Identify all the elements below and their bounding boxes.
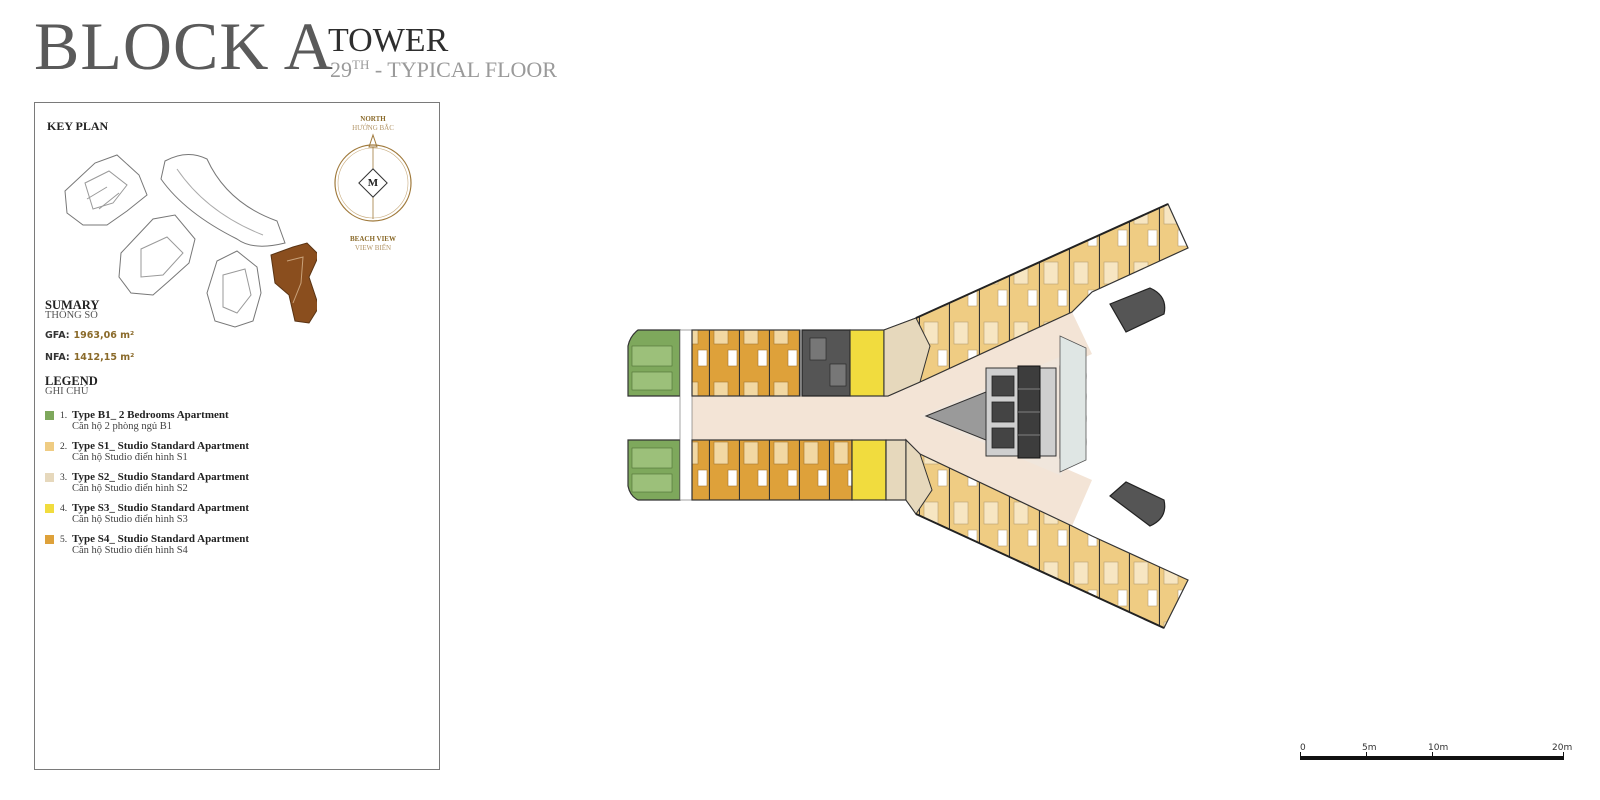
floor-plan — [627, 203, 1189, 629]
scale-label-10m: 10m — [1428, 743, 1449, 753]
legend-number: 5. — [60, 535, 68, 545]
south-stair-core — [1109, 481, 1166, 527]
legend-label: Type S2_ Studio Standard Apartment — [72, 471, 250, 483]
key-plan-label: KEY PLAN — [47, 119, 109, 133]
key-plan-block-a-highlight — [270, 242, 317, 324]
scale-label-5m: 5m — [1362, 743, 1377, 753]
key-plan-block-3 — [118, 214, 196, 296]
compass-ring — [334, 133, 412, 222]
legend-subtitle: GHI CHÚ — [45, 386, 89, 397]
legend-number: 1. — [60, 411, 68, 421]
legend-number: 4. — [60, 504, 68, 514]
west-south-units-s4 — [691, 439, 853, 501]
scale-bar: 0 5m 10m 20m — [1300, 743, 1573, 770]
west-north-unit-s3 — [849, 329, 885, 397]
key-plan-block-4 — [206, 250, 262, 328]
north-label: NORTH — [360, 115, 386, 123]
corridor — [680, 312, 1092, 526]
legend-label: Type B1_ 2 Bedrooms Apartment — [72, 409, 229, 421]
legend-number: 3. — [60, 473, 68, 483]
legend-number: 2. — [60, 442, 68, 452]
legend-label: Type S3_ Studio Standard Apartment — [72, 502, 250, 514]
beach-view-label: BEACH VIEW — [350, 235, 396, 243]
legend-swatch — [45, 442, 54, 451]
summary-title: SUMARY — [45, 298, 100, 312]
legend-sublabel: Căn hộ Studio điển hình S3 — [72, 514, 188, 525]
key-plan-block-1 — [64, 154, 148, 226]
scale-label-20m: 20m — [1552, 743, 1573, 753]
west-south-unit-s2 — [885, 439, 907, 501]
north-compass: NORTH HƯỚNG BẮC M BEACH VIEW VIEW BIỂN — [331, 115, 415, 255]
compass-letter: M — [367, 177, 379, 189]
nfa-stat: NFA:1412,15 m² — [45, 353, 134, 363]
west-north-units-s4 — [691, 329, 801, 397]
gfa-label: GFA: — [45, 330, 70, 341]
floor-number: 29 — [330, 57, 352, 82]
legend-swatch — [45, 473, 54, 482]
block-title: BLOCK A — [34, 8, 334, 84]
floor-suffix: TH — [352, 57, 370, 72]
info-panel: KEY PLAN NORTH HƯỚNG BẮC — [34, 102, 440, 770]
summary-subtitle: THÔNG SỐ — [45, 310, 98, 321]
floor-text: - TYPICAL FLOOR — [369, 57, 557, 82]
gfa-value: 1963,06 m² — [73, 330, 135, 341]
west-south-unit-s3 — [851, 439, 887, 501]
nfa-value: 1412,15 m² — [73, 352, 135, 363]
floor-subtitle: 29TH - TYPICAL FLOOR — [330, 58, 557, 81]
gfa-stat: GFA:1963,06 m² — [45, 331, 134, 341]
north-stair-core — [1109, 287, 1166, 333]
legend-title: LEGEND — [45, 374, 98, 388]
tower-title: TOWER — [328, 22, 449, 59]
legend-sublabel: Căn hộ Studio điển hình S1 — [72, 452, 188, 463]
key-plan-curved-block — [160, 154, 286, 247]
key-plan-map — [64, 154, 317, 328]
beach-view-label-vi: VIEW BIỂN — [354, 244, 392, 252]
legend-swatch — [45, 504, 54, 513]
nfa-label: NFA: — [45, 352, 70, 363]
legend-swatch — [45, 535, 54, 544]
legend-sublabel: Căn hộ 2 phòng ngủ B1 — [72, 421, 173, 432]
legend-swatch — [45, 411, 54, 420]
legend-sublabel: Căn hộ Studio điển hình S4 — [72, 545, 188, 556]
legend-sublabel: Căn hộ Studio điển hình S2 — [72, 483, 188, 494]
north-label-vi: HƯỚNG BẮC — [352, 124, 394, 132]
legend-label: Type S4_ Studio Standard Apartment — [72, 533, 250, 545]
legend-label: Type S1_ Studio Standard Apartment — [72, 440, 250, 452]
east-lightwell — [1059, 335, 1087, 473]
scale-label-0: 0 — [1300, 743, 1306, 753]
